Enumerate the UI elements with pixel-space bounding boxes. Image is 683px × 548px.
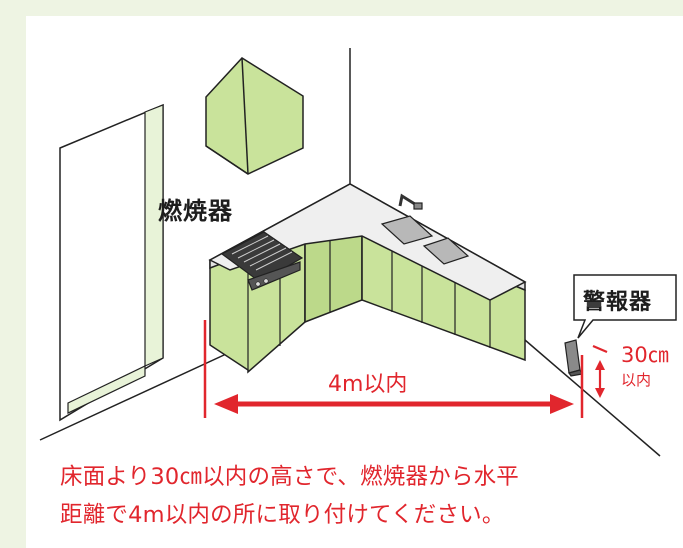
height-indicator xyxy=(592,344,608,398)
door xyxy=(59,103,164,422)
instruction-line-1: 床面より30㎝以内の高さで、燃焼器から水平 xyxy=(60,464,519,490)
alarm-device xyxy=(564,339,583,377)
burner-cooktop xyxy=(220,231,304,291)
height-note-label: 以内 xyxy=(621,371,652,389)
alarm-callout xyxy=(573,274,677,339)
floor-line-left xyxy=(39,342,251,441)
sink xyxy=(380,193,470,265)
burner-label: 燃焼器 xyxy=(158,197,233,225)
height-value-label: 30㎝ xyxy=(621,343,669,367)
alarm-label: 警報器 xyxy=(583,290,653,315)
distance-label: 4m以内 xyxy=(328,372,408,397)
instruction-line-2: 距離で4m以内の所に取り付けてください。 xyxy=(60,502,505,528)
floor-line-right xyxy=(524,339,661,457)
distance-indicator xyxy=(203,320,584,418)
range-hood xyxy=(205,57,304,175)
